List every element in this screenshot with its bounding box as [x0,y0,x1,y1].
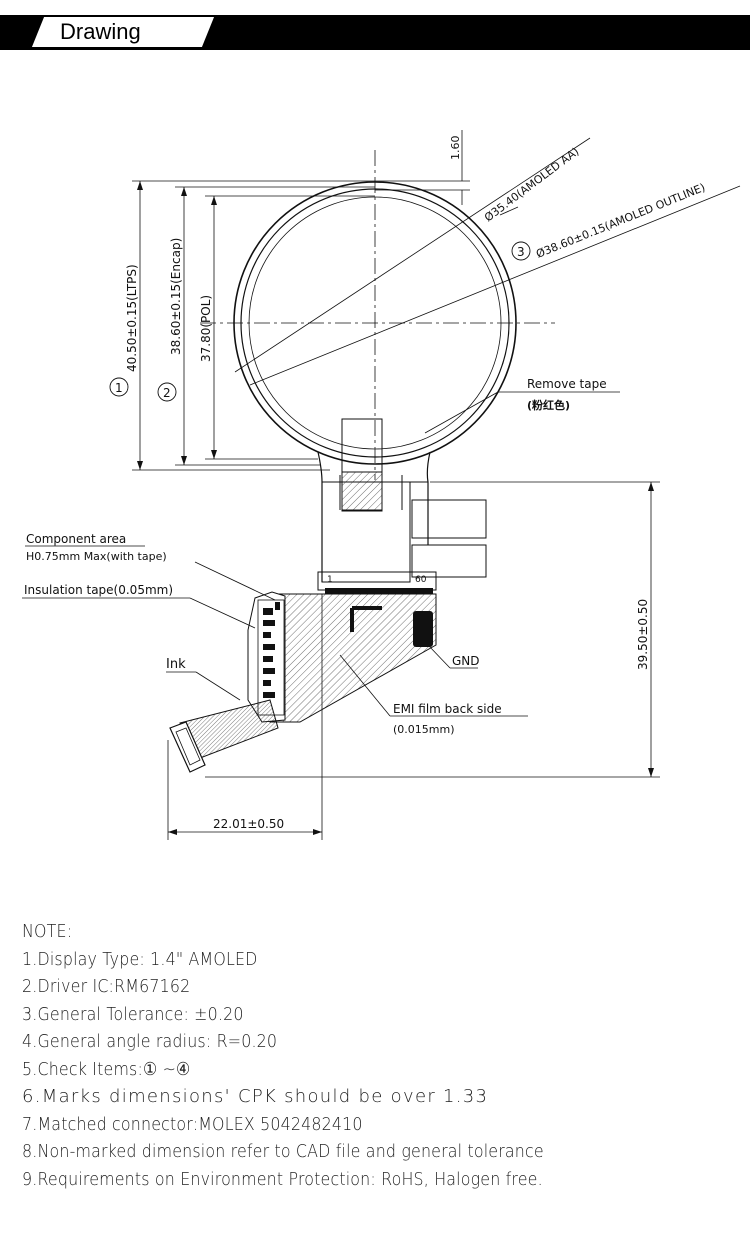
ink-label: Ink [166,657,186,672]
diameter-leaders [234,137,741,386]
remove-tape-color: (粉红色) [527,398,570,412]
flex-ribbon [169,699,279,773]
check-circle-two: 2 [157,382,177,402]
svg-text:1: 1 [115,381,123,395]
pin-last: 60 [415,575,427,585]
note-item: 4.General angle radius: R=0.20 [22,1031,278,1052]
fpc-tail [321,475,487,583]
svg-text:2: 2 [163,386,171,400]
ltps-label: 40.50±0.15(LTPS) [125,264,139,372]
fpc-offset-arrows [168,829,322,835]
component-area-label: Component area [26,532,126,546]
note-item: 3.General Tolerance: ±0.20 [22,1003,244,1025]
connector-header [317,571,437,594]
left-dimensions [132,180,375,471]
callout-leaders [22,545,528,717]
note-item: 6.Marks dimensions' CPK should be over 1… [22,1086,489,1107]
notes-section: NOTE: 1.Display Type: 1.4" AMOLED 2.Driv… [22,918,742,1193]
note-item: 2.Driver IC:RM67162 [22,976,191,997]
flex-body [247,591,437,723]
check-circle-three: 3 [511,241,531,261]
fpc-length-label: 39.50±0.50 [636,599,650,670]
encap-label: 38.60±0.15(Encap) [169,238,183,355]
gap-dimension [375,130,470,205]
emi-film-label: EMI film back side [393,702,502,716]
dimension-arrows [137,181,217,470]
fpc-offset-label: 22.01±0.50 [213,817,284,831]
outline-label: Ø38.60±0.15(AMOLED OUTLINE) [534,181,707,261]
aa-label: Ø35.40(AMOLED AA) [482,145,582,224]
note-item: 7.Matched connector:MOLEX 5042482410 [22,1113,363,1135]
remove-tape [341,391,620,512]
remove-tape-label: Remove tape [527,377,607,391]
fpc-offset-dimension [167,594,323,840]
notes-title: NOTE: [22,921,73,942]
component-height-label: H0.75mm Max(with tape) [26,550,167,563]
note-item: 8.Non-marked dimension refer to CAD file… [22,1141,544,1162]
technical-drawing: 1.60 40.50±0.15(LTPS) 38.60±0.15(Encap) … [22,130,741,840]
emi-thickness-label: (0.015mm) [393,723,455,736]
fpc-length-arrows [648,482,654,777]
centerlines [200,150,555,480]
insulation-tape-label: Insulation tape(0.05mm) [24,583,173,597]
pol-label: 37.80(POL) [199,295,213,362]
svg-text:3: 3 [517,245,525,259]
gap-label: 1.60 [449,136,462,161]
note-item: 1.Display Type: 1.4" AMOLED [22,948,258,970]
fpc-length-dimension [205,481,660,778]
pin-first: 1 [327,575,333,585]
gnd-label: GND [452,654,480,668]
note-item: 5.Check Items:① ~④ [22,1058,191,1080]
note-item: 9.Requirements on Environment Protection… [22,1168,543,1190]
page-title: Drawing [60,19,141,44]
check-circle-one: 1 [109,377,129,397]
